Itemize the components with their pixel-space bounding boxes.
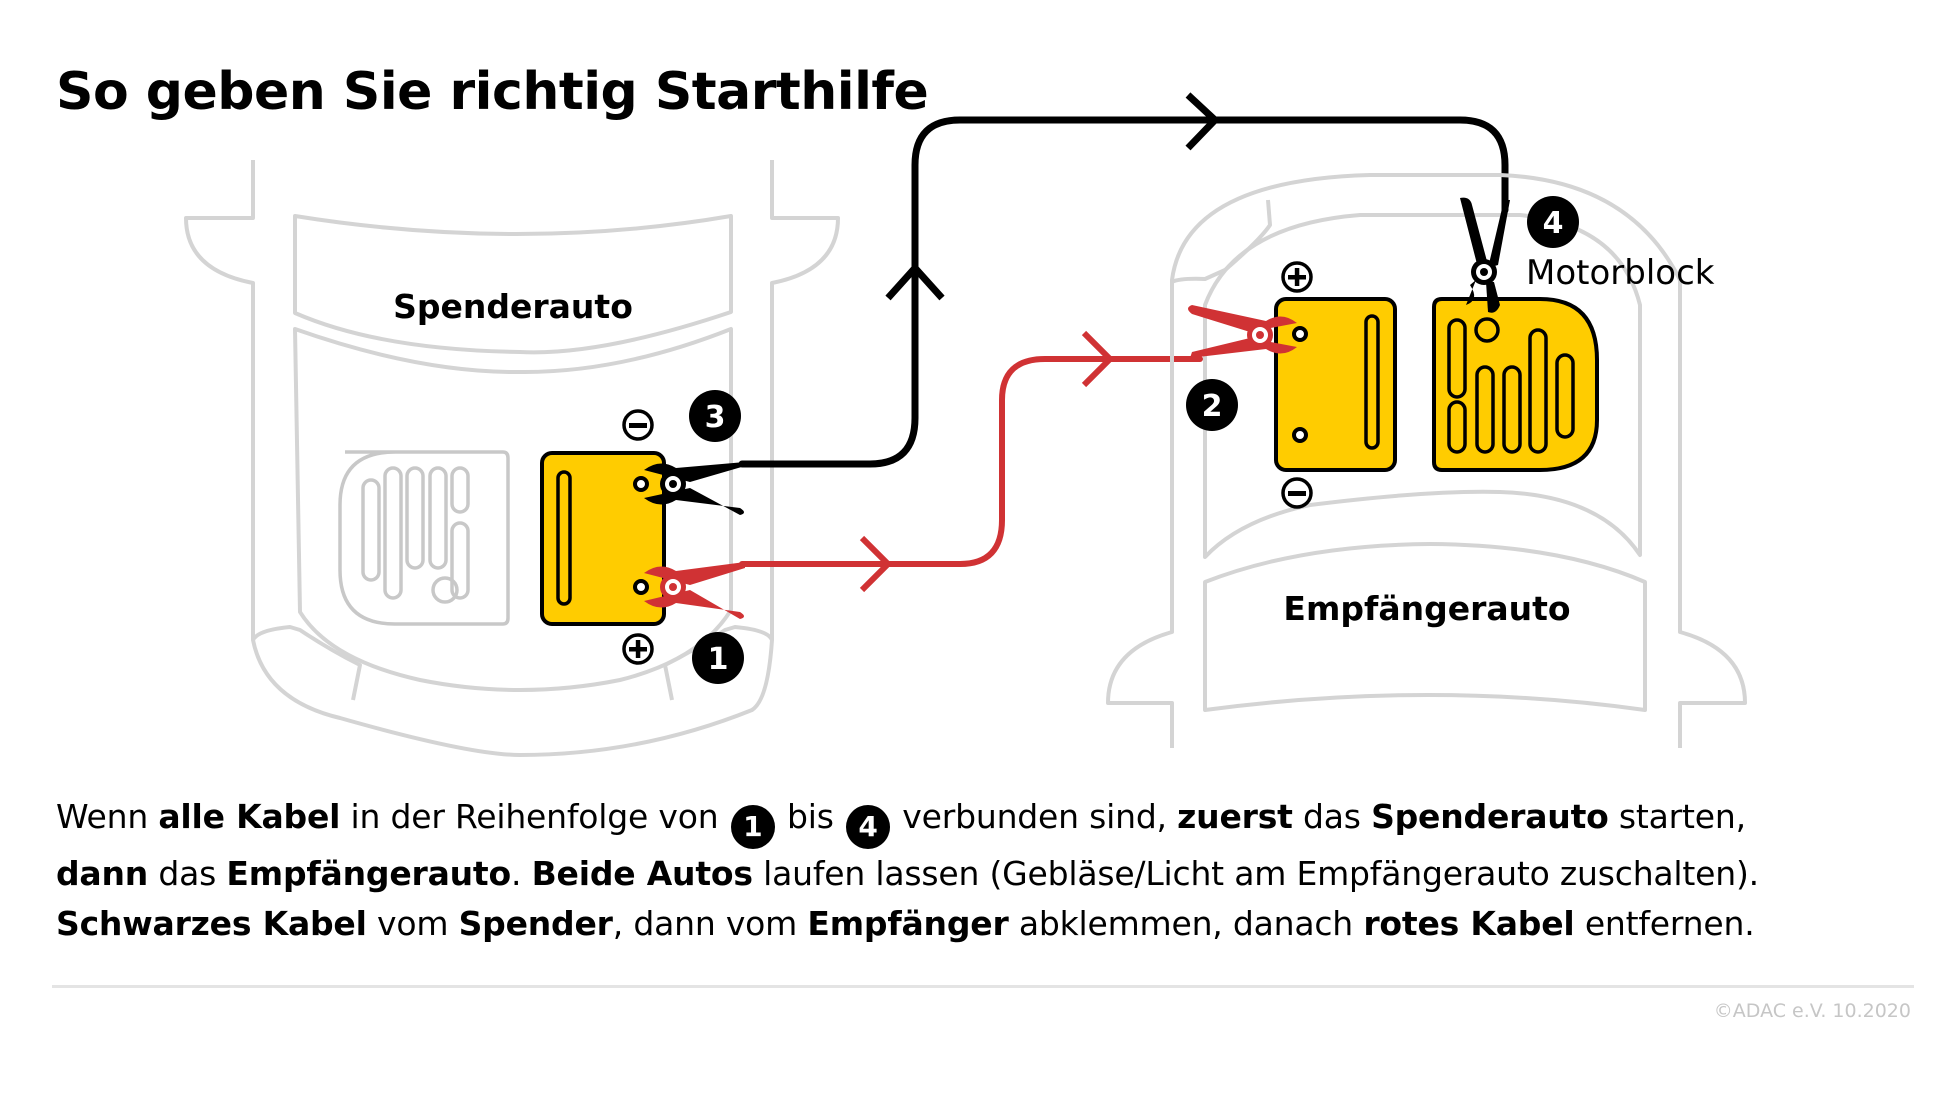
- body-text: bis: [776, 797, 845, 836]
- red-cable-arrow-1: [859, 535, 893, 593]
- donor-battery: [540, 451, 666, 626]
- inline-step-badge: 1: [730, 805, 775, 849]
- body-text: das: [1292, 797, 1372, 836]
- body-text: laufen lassen (Gebläse/Licht am Empfänge…: [752, 854, 1759, 893]
- step-badge-4: 4: [1527, 196, 1579, 248]
- body-text: in der Reihenfolge von: [340, 797, 729, 836]
- donor-minus-terminal-symbol: [622, 409, 654, 441]
- inline-step-badge: 4: [846, 805, 891, 849]
- recipient-minus-terminal-symbol: [1281, 477, 1313, 509]
- body-text: starten,: [1608, 797, 1746, 836]
- jump-start-diagram: Spenderauto 3 1: [184, 92, 1747, 757]
- instruction-line-2: dann das Empfängerauto. Beide Autos lauf…: [56, 849, 1856, 899]
- black-cable-arrow-up: [885, 262, 945, 301]
- emphasis-text: rotes Kabel: [1363, 904, 1575, 943]
- black-cable-arrow-right: [1185, 92, 1220, 151]
- body-text: , dann vom: [612, 904, 808, 943]
- engine-block-black-clamp: [1460, 197, 1510, 313]
- svg-text:4: 4: [1543, 206, 1564, 241]
- recipient-car-label: Empfängerauto: [1283, 589, 1570, 628]
- emphasis-text: alle Kabel: [158, 797, 341, 836]
- instruction-line-3: Schwarzes Kabel vom Spender, dann vom Em…: [56, 899, 1856, 949]
- emphasis-text: Spender: [458, 904, 613, 943]
- body-text: entfernen.: [1574, 904, 1755, 943]
- svg-text:1: 1: [708, 642, 729, 677]
- donor-red-clamp: [644, 562, 745, 619]
- emphasis-text: zuerst: [1177, 797, 1293, 836]
- donor-engine-block: [338, 450, 510, 626]
- body-text: Wenn: [56, 797, 159, 836]
- page-title: So geben Sie richtig Starthilfe: [56, 62, 929, 122]
- emphasis-text: dann: [56, 854, 149, 893]
- donor-car-label: Spenderauto: [393, 287, 633, 326]
- red-cable: [739, 356, 1203, 567]
- svg-text:2: 2: [1202, 389, 1223, 424]
- emphasis-text: Empfänger: [807, 904, 1009, 943]
- step-badge-3: 3: [689, 390, 741, 442]
- donor-black-clamp: [644, 462, 745, 515]
- body-text: vom: [366, 904, 459, 943]
- emphasis-text: Spenderauto: [1371, 797, 1609, 836]
- emphasis-text: Schwarzes Kabel: [56, 904, 367, 943]
- step-badge-2: 2: [1186, 379, 1238, 431]
- step-badge-1: 1: [692, 632, 744, 684]
- engine-block-label: Motorblock: [1526, 253, 1715, 293]
- svg-text:3: 3: [705, 400, 726, 435]
- recipient-car-outline: [1106, 173, 1747, 748]
- recipient-plus-terminal-symbol: [1281, 261, 1313, 293]
- recipient-battery: [1274, 297, 1397, 472]
- black-cable: [738, 116, 1509, 468]
- instruction-line-1: Wenn alle Kabel in der Reihenfolge von 1…: [56, 792, 1856, 849]
- recipient-engine-block: [1432, 297, 1599, 472]
- recipient-red-clamp: [1188, 305, 1297, 358]
- red-cable-arrow-2: [1081, 330, 1115, 388]
- donor-plus-terminal-symbol: [622, 633, 654, 665]
- emphasis-text: Empfängerauto: [226, 854, 511, 893]
- copyright-footer: ©ADAC e.V. 10.2020: [1713, 1000, 1911, 1022]
- footer-divider: [52, 985, 1914, 988]
- instructions-text: Wenn alle Kabel in der Reihenfolge von 1…: [56, 792, 1856, 949]
- body-text: abklemmen, danach: [1008, 904, 1364, 943]
- emphasis-text: Beide Autos: [531, 854, 753, 893]
- body-text: das: [148, 854, 227, 893]
- body-text: .: [510, 854, 532, 893]
- body-text: verbunden sind,: [892, 797, 1178, 836]
